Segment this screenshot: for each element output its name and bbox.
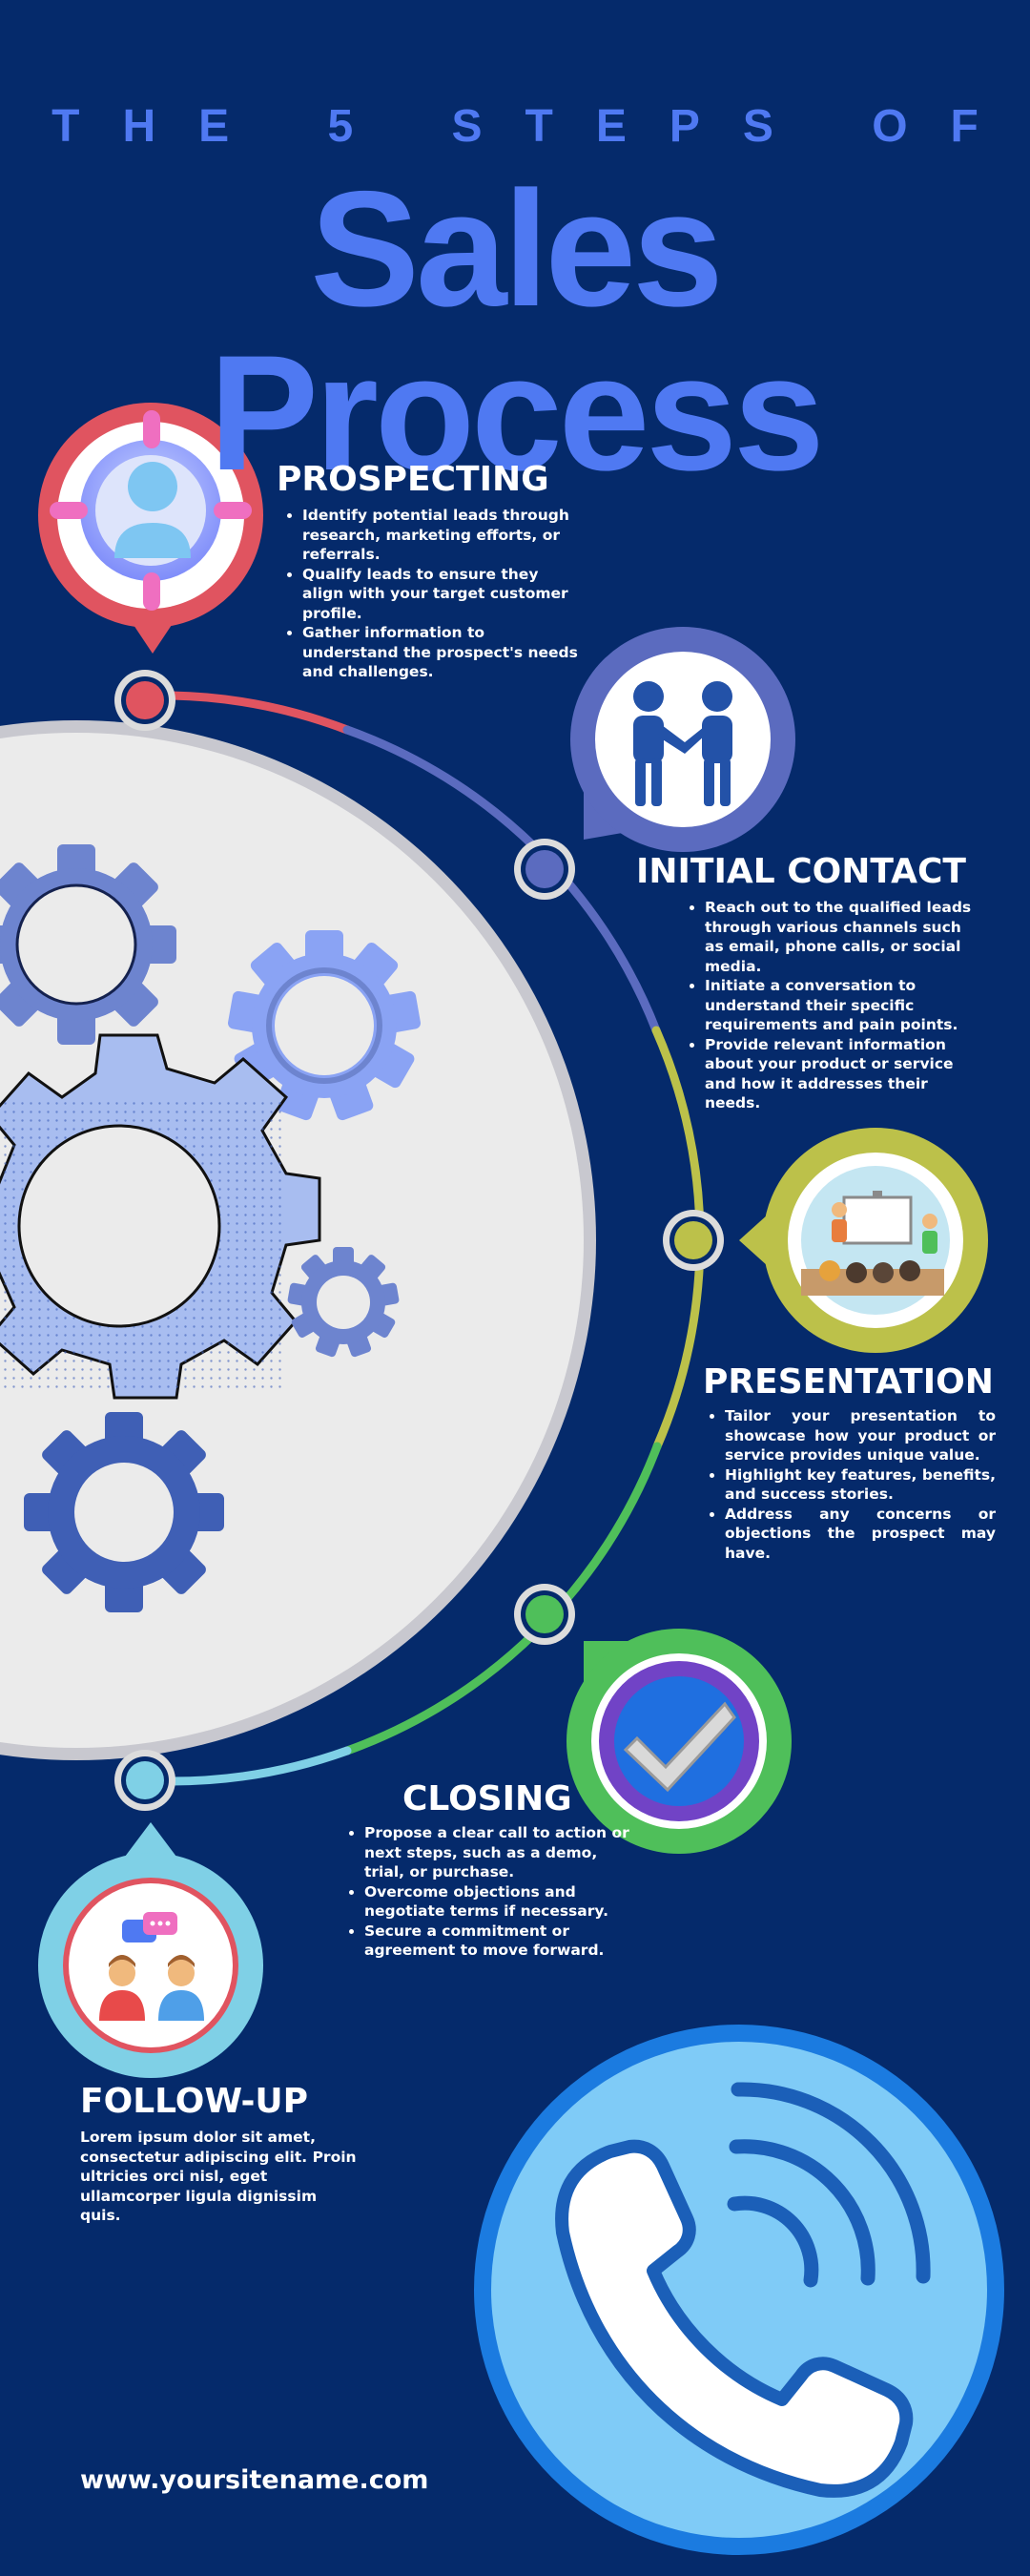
chat-people-icon (99, 1912, 204, 2021)
presentation-title: PRESENTATION (703, 1362, 994, 1402)
list-item: Secure a commitment or agreement to move… (364, 1922, 641, 1961)
page-title: Sales Process (209, 157, 824, 505)
closing-badge (566, 1629, 792, 1854)
list-item: Provide relevant information about your … (705, 1035, 983, 1113)
initial-contact-title: INITIAL CONTACT (636, 852, 966, 891)
list-item: Address any concerns or objections the p… (725, 1505, 996, 1564)
prospecting-title: PROSPECTING (277, 460, 549, 499)
list-item: Initiate a conversation to understand th… (705, 976, 983, 1035)
closing-title: CLOSING (402, 1779, 572, 1818)
closing-bullets: Propose a clear call to action or next s… (343, 1823, 641, 1961)
initial-contact-badge (570, 627, 795, 852)
prospecting-badge (38, 403, 263, 654)
list-item: Highlight key features, benefits, and su… (725, 1465, 996, 1505)
subtitle-kicker: THE 5 STEPS OF (52, 101, 1021, 152)
presentation-badge (739, 1128, 988, 1353)
presentation-board-icon (801, 1166, 950, 1315)
checkmark-icon (599, 1661, 759, 1821)
gears-illustration (0, 720, 596, 1760)
timeline-nodes (114, 670, 724, 1811)
list-item: Tailor your presentation to showcase how… (725, 1406, 996, 1465)
handshake-people-icon (633, 681, 732, 806)
list-item: Propose a clear call to action or next s… (364, 1823, 641, 1882)
initial-contact-bullets: Reach out to the qualified leads through… (684, 898, 983, 1113)
list-item: Qualify leads to ensure they align with … (302, 565, 581, 624)
prospecting-bullets: Identify potential leads through researc… (281, 506, 581, 682)
list-item: Gather information to understand the pro… (302, 623, 581, 682)
follow-up-title: FOLLOW-UP (80, 2082, 309, 2121)
list-item: Reach out to the qualified leads through… (705, 898, 983, 976)
website-link[interactable]: www.yoursitename.com (80, 2465, 429, 2495)
user-target-icon (50, 410, 252, 611)
follow-up-badge (38, 1822, 263, 2078)
list-item: Overcome objections and negotiate terms … (364, 1882, 641, 1922)
follow-up-text: Lorem ipsum dolor sit amet, consectetur … (80, 2129, 357, 2224)
phone-call-icon (474, 2025, 1004, 2555)
presentation-bullets: Tailor your presentation to showcase how… (704, 1406, 996, 1563)
list-item: Identify potential leads through researc… (302, 506, 581, 565)
